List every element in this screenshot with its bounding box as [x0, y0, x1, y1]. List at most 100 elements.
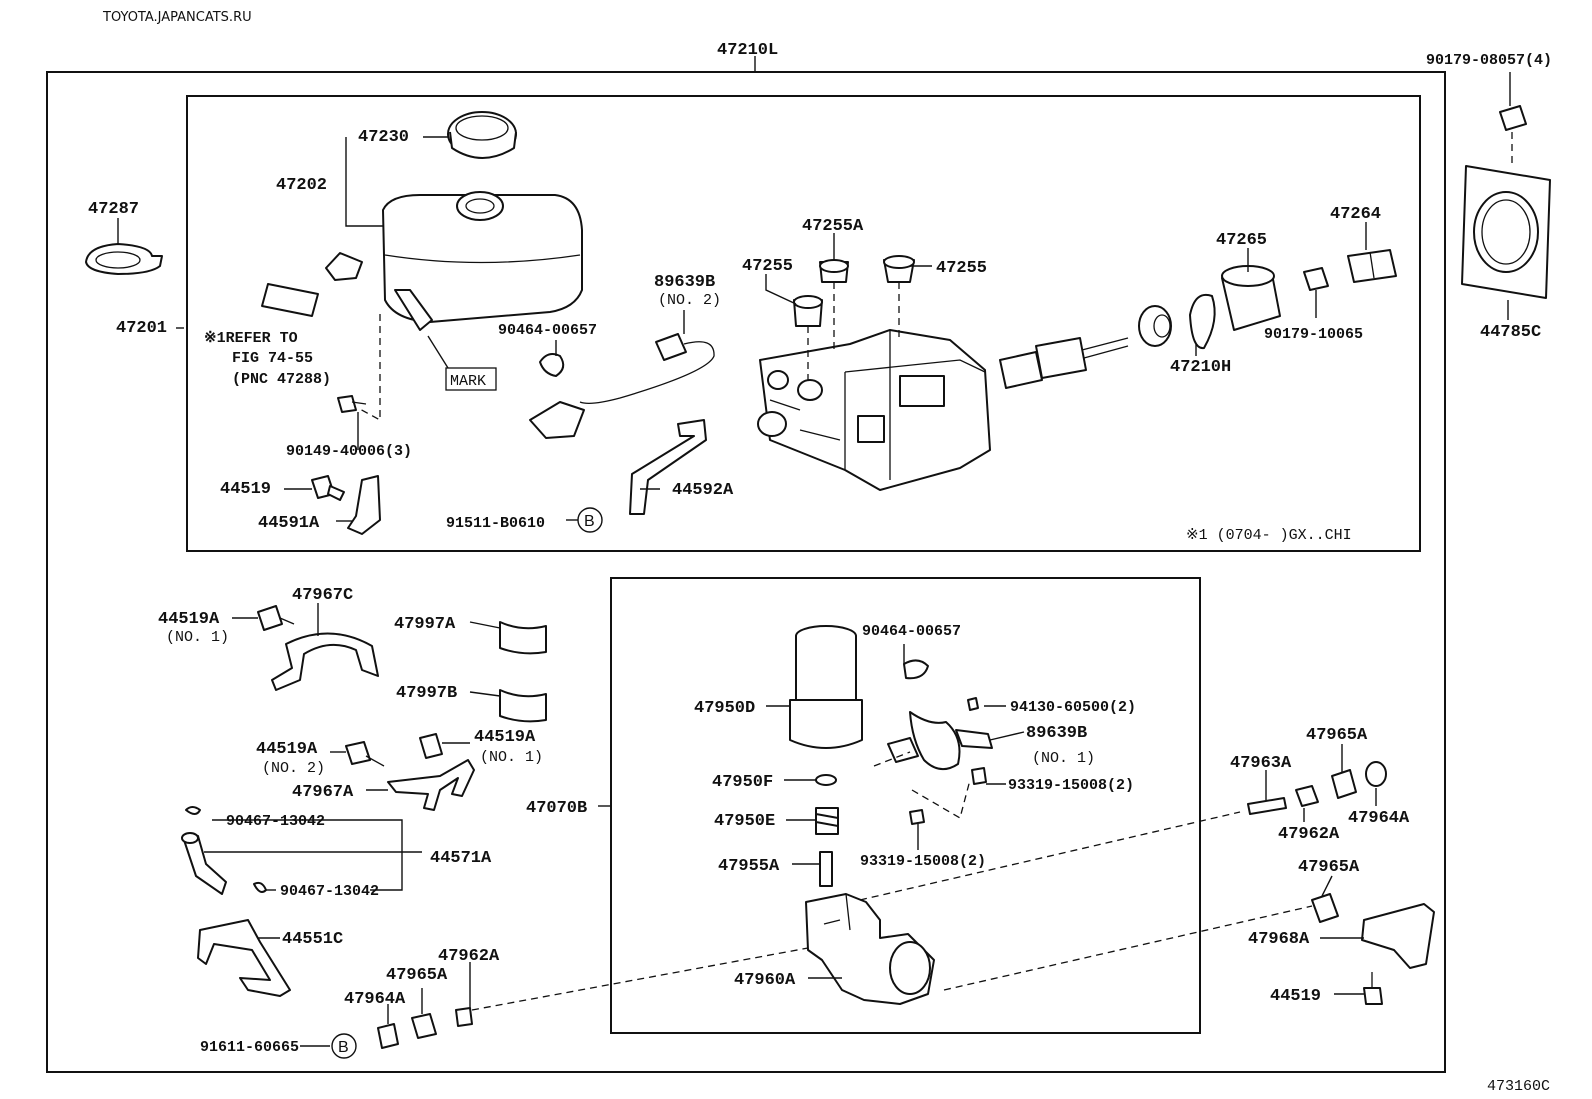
site-watermark: TOYOTA.JAPANCATS.RU: [102, 10, 252, 25]
label-47210h[interactable]: 47210H: [1170, 358, 1231, 377]
nut-90179-10065-drawing: [1303, 267, 1329, 291]
reaction-disc-drawing: [1221, 265, 1281, 331]
label-47950f[interactable]: 47950F: [712, 773, 773, 792]
label-90179-08057[interactable]: 90179-08057(4): [1426, 52, 1552, 69]
label-90464-lower[interactable]: 90464-00657: [862, 623, 961, 640]
svg-text:B: B: [338, 1039, 349, 1056]
plug-47255-right-drawing: [883, 255, 915, 283]
screw-93319-a-drawing: [971, 767, 987, 785]
cushion-47997a-drawing: [499, 621, 547, 655]
label-47963a[interactable]: 47963A: [1230, 754, 1292, 773]
label-47967a[interactable]: 47967A: [292, 783, 354, 802]
label-93319-15008-lower[interactable]: 93319-15008(2): [860, 853, 986, 870]
alignment-line: [943, 905, 1313, 991]
screw-93319-b-drawing: [909, 809, 925, 825]
label-44519a-no2[interactable]: 44519A: [256, 740, 318, 759]
caution-label-drawing: [261, 283, 319, 317]
assembly-label[interactable]: 47210L: [717, 41, 778, 60]
screw-90149-drawing: [337, 395, 367, 413]
cushion-47997b-drawing: [499, 689, 547, 723]
reservoir-tank-drawing: [382, 191, 583, 331]
label-47230[interactable]: 47230: [358, 128, 409, 147]
label-90179-10065[interactable]: 90179-10065: [1264, 326, 1363, 343]
label-44785c[interactable]: 44785C: [1480, 323, 1541, 342]
label-47962a-right[interactable]: 47962A: [1278, 825, 1340, 844]
pin-47955a-drawing: [819, 851, 833, 887]
label-47950d[interactable]: 47950D: [694, 699, 755, 718]
brake-actuator-body-drawing: [757, 329, 991, 491]
label-47264[interactable]: 47264: [1330, 205, 1381, 224]
bracket-44591a-drawing: [347, 475, 381, 535]
label-44519a-no1-upper[interactable]: 44519A: [158, 610, 220, 629]
bushing-47965a-lower-drawing: [1311, 893, 1339, 923]
guide-line: [357, 314, 381, 422]
ref-b-lower[interactable]: B: [331, 1033, 357, 1059]
label-90464-upper[interactable]: 90464-00657: [498, 322, 597, 339]
label-94130-60500[interactable]: 94130-60500(2): [1010, 699, 1136, 716]
bracket-47967c-drawing: [271, 632, 379, 691]
label-89639b-lower[interactable]: 89639B: [1026, 724, 1087, 743]
ref-b-upper[interactable]: B: [577, 507, 603, 533]
label-47955a[interactable]: 47955A: [718, 857, 780, 876]
label-47962a-left[interactable]: 47962A: [438, 947, 500, 966]
label-91611-60665[interactable]: 91611-60665: [200, 1039, 299, 1056]
guide-line: [873, 751, 971, 819]
bracket-44592a-drawing: [629, 419, 707, 515]
label-89639b-upper-sub: (NO. 2): [658, 292, 721, 309]
label-89639b-upper[interactable]: 89639B: [654, 273, 715, 292]
plug-47255-left-drawing: [793, 295, 823, 327]
label-47950e[interactable]: 47950E: [714, 812, 775, 831]
label-90467-13042-upper[interactable]: 90467-13042: [226, 813, 325, 830]
refer-note-line1: ※1REFER TO: [204, 330, 298, 347]
label-47965a-left[interactable]: 47965A: [386, 966, 448, 985]
label-44551c[interactable]: 44551C: [282, 930, 343, 949]
bushing-47965a-left-drawing: [411, 1013, 437, 1039]
bracket-47968a-drawing: [1361, 903, 1435, 969]
connector-47264-drawing: [1347, 249, 1397, 283]
label-47255-left[interactable]: 47255: [742, 257, 793, 276]
label-44519a-no2-sub: (NO. 2): [262, 760, 325, 777]
alignment-line: [471, 947, 809, 1011]
label-47965a-right-lower[interactable]: 47965A: [1298, 858, 1360, 877]
label-44592a[interactable]: 44592A: [672, 481, 734, 500]
bolt-44519-right-drawing: [1363, 972, 1383, 1005]
label-44519-right[interactable]: 44519: [1270, 987, 1321, 1006]
label-44591a[interactable]: 44591A: [258, 514, 320, 533]
hose-44571a-drawing: [181, 832, 227, 895]
label-44571a[interactable]: 44571A: [430, 849, 492, 868]
sensor-harness-upper-drawing: [529, 333, 715, 439]
bolt-44519-drawing: [311, 475, 345, 501]
label-47997a[interactable]: 47997A: [394, 615, 456, 634]
label-47964a-right[interactable]: 47964A: [1348, 809, 1410, 828]
label-47265[interactable]: 47265: [1216, 231, 1267, 250]
label-93319-15008-upper[interactable]: 93319-15008(2): [1008, 777, 1134, 794]
bolt-44519a-no1-upper-drawing: [257, 605, 295, 631]
label-47997b[interactable]: 47997B: [396, 684, 457, 703]
label-47965a-right-upper[interactable]: 47965A: [1306, 726, 1368, 745]
label-47255a[interactable]: 47255A: [802, 217, 864, 236]
collar-47962a-right-drawing: [1295, 785, 1319, 807]
label-90467-13042-lower[interactable]: 90467-13042: [280, 883, 379, 900]
label-47070b[interactable]: 47070B: [526, 799, 587, 818]
collar-47963a-drawing: [1247, 797, 1287, 815]
footnote: ※1 (0704- )GX..CHI: [1186, 527, 1352, 544]
figure-code: 473160C: [1487, 1078, 1550, 1095]
bolt-44519a-no1-lower-drawing: [419, 733, 443, 759]
label-47968a[interactable]: 47968A: [1248, 930, 1310, 949]
label-47202[interactable]: 47202: [276, 176, 327, 195]
sensor-89639b-no1-drawing: [887, 711, 993, 771]
label-47967c[interactable]: 47967C: [292, 586, 353, 605]
label-44519a-no1-lower[interactable]: 44519A: [474, 728, 536, 747]
label-44519-upper[interactable]: 44519: [220, 480, 271, 499]
collar-47962a-left-drawing: [455, 1007, 473, 1027]
label-91511-b0610[interactable]: 91511-B0610: [446, 515, 545, 532]
boot-drawing: [1138, 305, 1172, 347]
label-47964a-left[interactable]: 47964A: [344, 990, 406, 1009]
label-90149-40006[interactable]: 90149-40006(3): [286, 443, 412, 460]
label-47255-right[interactable]: 47255: [936, 259, 987, 278]
label-47201[interactable]: 47201: [116, 319, 167, 338]
label-47287[interactable]: 47287: [88, 200, 139, 219]
label-47960a[interactable]: 47960A: [734, 971, 796, 990]
bushing-47965a-upper-drawing: [1331, 769, 1357, 799]
